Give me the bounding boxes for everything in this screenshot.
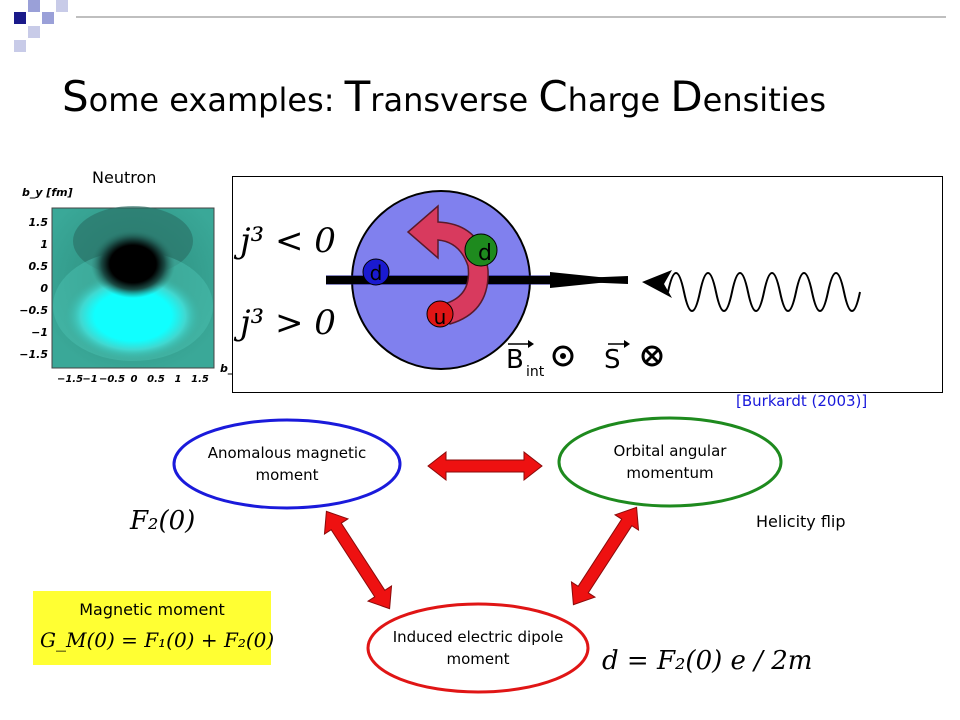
corner-decoration	[14, 0, 68, 52]
y-tick: 0	[40, 282, 48, 295]
quark-d-right: d	[478, 241, 492, 266]
orbital-ellipse	[557, 416, 783, 508]
photon-wave	[667, 272, 861, 312]
y-tick: −0.5	[19, 304, 48, 317]
induced-ellipse	[366, 602, 590, 694]
magnetic-moment-box	[33, 591, 271, 665]
out-of-plane-icon	[552, 345, 574, 367]
neutron-label: Neutron	[92, 168, 157, 187]
helicity-flip-label: Helicity flip	[756, 512, 846, 531]
b-int-label: B	[506, 345, 524, 375]
page-title: Some examples: Transverse Charge Densiti…	[62, 72, 826, 121]
double-arrow-right-diagonal	[570, 506, 640, 606]
x-tick: −1.5	[57, 374, 83, 385]
title-rule	[76, 16, 946, 18]
x-tick: −1	[82, 374, 97, 385]
y-tick: 0.5	[29, 260, 49, 273]
j3-negative-label: j³ < 0	[233, 221, 336, 261]
into-plane-icon	[641, 345, 663, 367]
neutron-density-plot: b_y [fm] 1.5 1 0.5 0 −0.5 −1 −1.5 −1.5 −…	[19, 186, 234, 385]
orbital-ellipse-text: Orbital angular momentum	[613, 442, 727, 482]
quark-u: u	[434, 305, 447, 329]
wave-arrow-head	[642, 270, 672, 298]
anomalous-ellipse	[172, 418, 402, 510]
j3-positive-label: j³ > 0	[233, 303, 336, 343]
x-tick: −0.5	[99, 374, 125, 385]
anomalous-ellipse-text: Anomalous magnetic moment	[207, 444, 367, 484]
spin-label: S	[604, 345, 621, 375]
x-tick: 0	[131, 374, 138, 385]
induced-ellipse-text: Induced electric dipole moment	[392, 628, 564, 668]
double-arrow-left-diagonal	[323, 510, 393, 610]
x-axis-label: b_x	[220, 362, 234, 375]
magnetic-moment-label: Magnetic moment	[79, 600, 225, 619]
y-tick: −1	[31, 326, 48, 339]
y-tick: −1.5	[19, 348, 48, 361]
x-tick: 0.5	[147, 374, 165, 385]
reference-citation: [Burkardt (2003)]	[736, 392, 868, 410]
double-arrow-horizontal	[427, 450, 543, 482]
nucleon-diagram: j³ < 0 j³ > 0 d d u B int S	[232, 176, 943, 393]
y-tick: 1.5	[29, 216, 49, 229]
x-tick: 1	[175, 374, 182, 385]
x-tick: 1.5	[191, 374, 209, 385]
y-axis-label: b_y [fm]	[22, 186, 73, 199]
orbital-curl-arrow	[406, 204, 489, 325]
quark-d-left: d	[370, 261, 383, 285]
gm-formula: G_M(0) = F₁(0) + F₂(0)	[40, 628, 275, 652]
f2-formula: F₂(0)	[130, 506, 196, 536]
b-int-subscript: int	[526, 364, 545, 380]
dipole-formula: d = F₂(0) e / 2m	[602, 646, 813, 676]
y-tick: 1	[40, 238, 48, 251]
